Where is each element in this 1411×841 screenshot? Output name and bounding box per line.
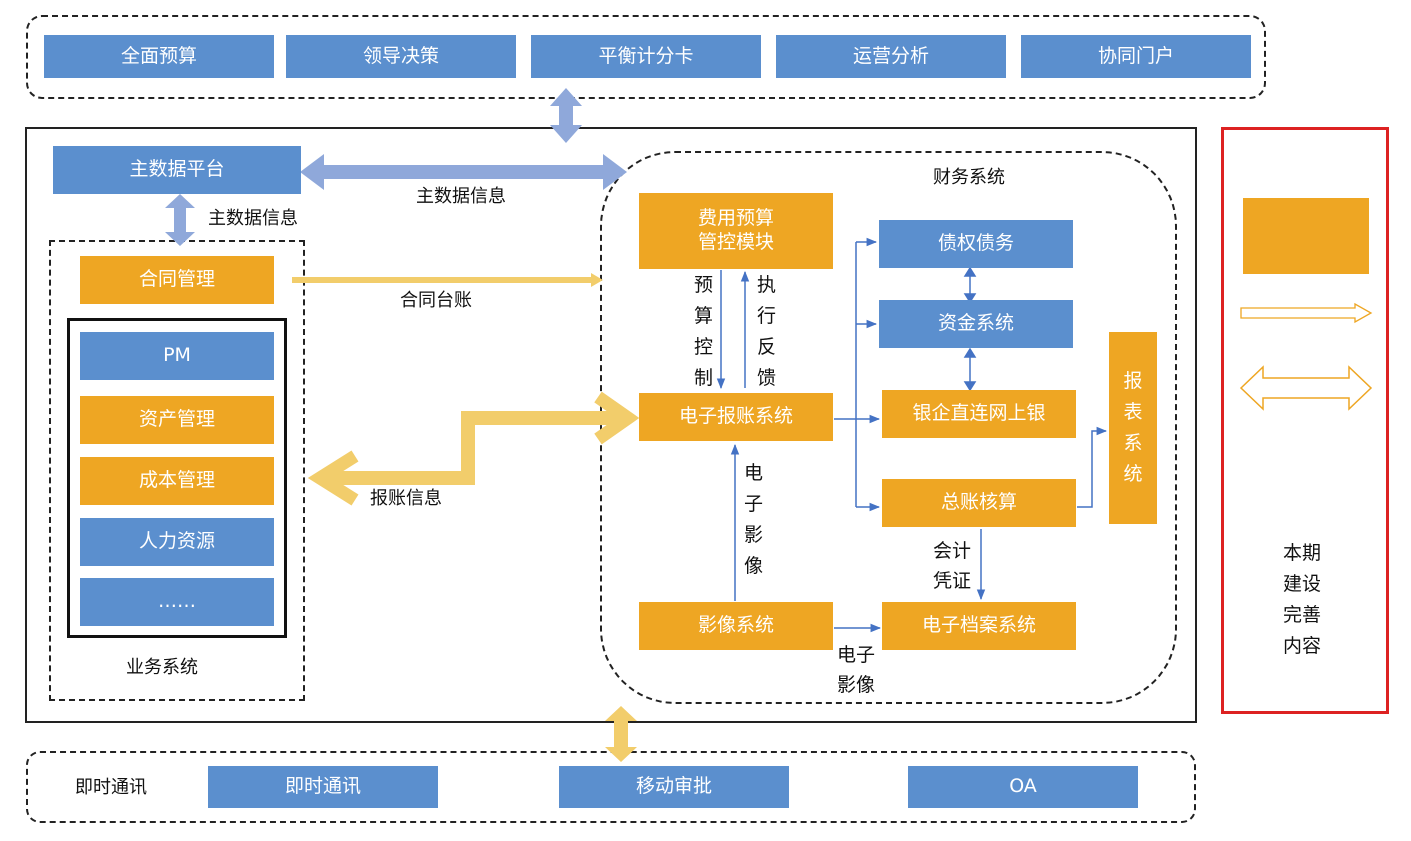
general-ledger-accounting[interactable]: 总账核算 bbox=[882, 479, 1076, 527]
master-data-info-label-mid: 主数据信息 bbox=[416, 186, 506, 207]
fund-system[interactable]: 资金系统 bbox=[879, 300, 1073, 348]
report-system[interactable]: 报 表 系 统 bbox=[1109, 332, 1157, 524]
legend-single-arrow-icon bbox=[1240, 302, 1373, 324]
report-system-char: 报 bbox=[1123, 370, 1143, 392]
legend-orange-swatch bbox=[1243, 198, 1369, 274]
business-subsystems-box bbox=[67, 318, 287, 638]
business-item-asset-management[interactable]: 资产管理 bbox=[80, 396, 274, 444]
top-main-double-arrow bbox=[550, 88, 582, 143]
image-system[interactable]: 影像系统 bbox=[639, 602, 833, 650]
contract-ledger-label: 合同台账 bbox=[400, 290, 472, 311]
bottom-item-oa[interactable]: OA bbox=[908, 766, 1138, 808]
electronic-image-label-horizontal: 电子 影像 bbox=[837, 644, 876, 696]
top-item-comprehensive-budget[interactable]: 全面预算 bbox=[44, 35, 274, 78]
top-item-leadership-decision[interactable]: 领导决策 bbox=[286, 35, 516, 78]
main-bottom-double-arrow bbox=[605, 706, 637, 762]
finance-system-container bbox=[600, 151, 1177, 704]
expense-budget-control-module[interactable]: 费用预算 管控模块 bbox=[639, 193, 833, 269]
electronic-expense-system[interactable]: 电子报账系统 bbox=[639, 393, 833, 441]
master-data-finance-double-arrow bbox=[300, 154, 627, 190]
master-data-business-double-arrow bbox=[165, 194, 195, 246]
top-app-container bbox=[26, 15, 1266, 99]
business-item-cost-management[interactable]: 成本管理 bbox=[80, 457, 274, 505]
bank-enterprise-online-banking[interactable]: 银企直连网上银 bbox=[882, 390, 1076, 438]
fund-bank-double-arrow bbox=[963, 347, 977, 392]
business-item-more[interactable]: …… bbox=[80, 578, 274, 626]
accounting-voucher-label: 会计 凭证 bbox=[933, 540, 972, 592]
legend-title: 本期 建设 完善 内容 bbox=[1283, 542, 1322, 657]
exec-feedback-label: 执 行 反 馈 bbox=[757, 274, 777, 389]
bottom-bar-label: 即时通讯 bbox=[75, 777, 147, 798]
business-item-pm[interactable]: PM bbox=[80, 332, 274, 380]
electronic-image-label-vertical: 电 子 影 像 bbox=[744, 462, 764, 577]
report-system-char: 统 bbox=[1123, 463, 1143, 485]
expense-info-double-arrow bbox=[307, 391, 640, 506]
master-data-info-label-left: 主数据信息 bbox=[208, 208, 298, 229]
business-system-title: 业务系统 bbox=[126, 657, 198, 678]
debt-receivables-payables[interactable]: 债权债务 bbox=[879, 220, 1073, 268]
report-system-char: 系 bbox=[1123, 432, 1143, 454]
ledger-to-report-arrow bbox=[1077, 426, 1108, 508]
master-data-platform[interactable]: 主数据平台 bbox=[53, 146, 301, 194]
bottom-item-mobile-approval[interactable]: 移动审批 bbox=[559, 766, 789, 808]
report-system-char: 表 bbox=[1123, 401, 1143, 423]
electronic-archive-system[interactable]: 电子档案系统 bbox=[882, 602, 1076, 650]
main-container bbox=[25, 127, 1197, 723]
business-item-human-resources[interactable]: 人力资源 bbox=[80, 518, 274, 566]
expense-branch-arrows bbox=[834, 237, 881, 512]
legend-container bbox=[1221, 127, 1389, 714]
bottom-item-instant-messaging[interactable]: 即时通讯 bbox=[208, 766, 438, 808]
top-item-collaboration-portal[interactable]: 协同门户 bbox=[1021, 35, 1251, 78]
budget-control-label: 预 算 控 制 bbox=[694, 274, 714, 389]
legend-double-arrow-icon bbox=[1239, 365, 1373, 411]
debt-fund-double-arrow bbox=[963, 266, 977, 304]
expense-info-label: 报账信息 bbox=[370, 488, 442, 509]
top-item-balanced-scorecard[interactable]: 平衡计分卡 bbox=[531, 35, 761, 78]
top-item-operations-analysis[interactable]: 运营分析 bbox=[776, 35, 1006, 78]
contract-management[interactable]: 合同管理 bbox=[80, 256, 274, 304]
finance-system-title: 财务系统 bbox=[933, 167, 1005, 188]
